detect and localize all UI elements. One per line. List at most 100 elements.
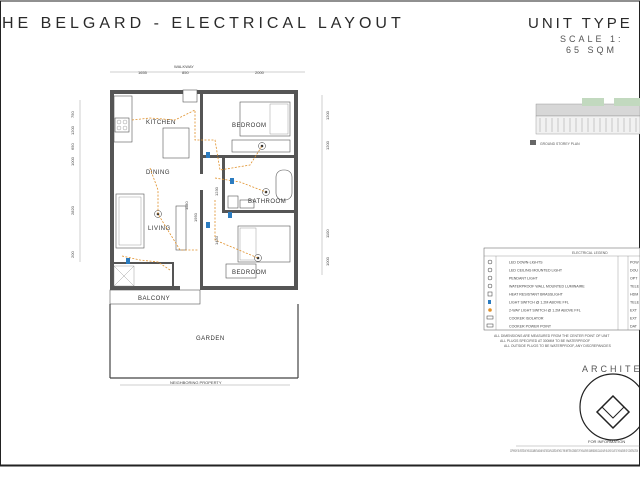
pendant-light-icon: [487, 275, 493, 281]
balcony-box: [113, 265, 135, 287]
firm-logo-diamond-icon: [595, 394, 631, 430]
dim-mid-4: 1450: [214, 235, 219, 245]
legend-item-right: TELE: [630, 301, 640, 305]
light-switch-icon: [206, 152, 210, 158]
dim-left-5: 2820: [70, 205, 75, 215]
wardrobe-top: [231, 139, 291, 153]
wall-balcony-side: [172, 262, 174, 288]
entry-door: [182, 89, 198, 103]
dim-left-1: 750: [70, 111, 75, 118]
electrical-legend: ELECTRICAL LEGEND LED DOWN-LIGHTS POW LE…: [483, 247, 640, 348]
bathtub: [275, 169, 293, 201]
key-plan-columns: [539, 118, 637, 132]
legend-note: ALL DIMENSIONS ARE MEASURED FROM THE CEN…: [494, 334, 609, 338]
legend-row: WATERPROOF WALL MOUNTED LUMINAIRE TELE: [487, 283, 640, 289]
dim-left-4: 1000: [70, 156, 75, 166]
two-way-switch-icon: [488, 308, 492, 312]
wall-kitchen-bedroom: [200, 94, 203, 174]
cooker-isolator-icon: [486, 315, 494, 320]
legend-item-right: HDM: [630, 293, 638, 297]
walkway-label: WALKWAY: [174, 64, 194, 69]
ceiling-light-icon: [487, 267, 493, 273]
dining-table: [162, 127, 190, 159]
wiring-run: [121, 255, 171, 271]
legend-row: 2-WAY LIGHT SWITCH @ 1.2M ABOVE FFL EXT: [488, 308, 638, 313]
scale-label: SCALE 1:: [560, 34, 624, 44]
burner-icon: [116, 119, 122, 125]
key-plan-marker-icon: [530, 140, 536, 145]
bed-bottom-pillow: [239, 227, 257, 261]
dim-left-6: 200: [70, 251, 75, 258]
legend-item-right: EXT: [630, 309, 638, 313]
sheet-title: HE BELGARD - ELECTRICAL LAYOUT: [2, 15, 405, 32]
legend-row: LIGHT SWITCH @ 1.2M ABOVE FFL TELE: [488, 300, 640, 305]
neighboring-property-label: NEIGHBORING PROPERTY: [170, 380, 222, 385]
legend-box: [483, 247, 640, 331]
light-switch-icon: [488, 300, 491, 304]
legend-item-right: EXT: [630, 317, 638, 321]
light-switch-icon: [206, 222, 210, 228]
kitchen-counter: [113, 95, 133, 143]
legend-row: LED CEILING MOUNTED LIGHT DOU: [487, 267, 638, 273]
balcony-outline: [109, 289, 201, 305]
room-label-bedroom-bottom: BEDROOM: [232, 270, 267, 276]
wall-balcony: [110, 262, 174, 264]
wiring-run: [149, 167, 198, 251]
legend-item-label: COOKER POWER POINT: [509, 325, 552, 329]
light-switch-icon: [228, 212, 232, 218]
sofa: [115, 193, 145, 249]
dim-right-1: 1200: [325, 110, 330, 120]
legend-row: HEAT RESISTANT BRASSLIGHT HDM: [487, 291, 638, 297]
firm-footer: FOR INFORMATION: [588, 439, 625, 444]
legend-row: COOKER POWER POINT DAT: [486, 323, 638, 329]
legend-item-label: LED CEILING MOUNTED LIGHT: [509, 269, 563, 273]
floor-plan: WALKWAY 1655 850 2000 750 1200 650 1000 …: [70, 64, 330, 386]
balcony-cross: [113, 265, 135, 287]
room-label-living: LIVING: [148, 226, 171, 232]
legend-row: PENDANT LIGHT OPT: [487, 275, 638, 281]
wiring-run: [131, 109, 263, 171]
legend-item-right: POW: [630, 261, 639, 265]
basin: [239, 199, 255, 209]
sofa-cushion: [118, 196, 142, 246]
wall-bottom-left: [110, 286, 180, 290]
cooker-power-icon: [486, 323, 494, 328]
garden-label: GARDEN: [196, 336, 225, 342]
key-plan-highlight-unit: [614, 98, 640, 106]
wall-bath-left: [222, 158, 225, 210]
waterproof-luminaire-icon: [487, 283, 493, 289]
dim-mid-3: 1230: [214, 186, 219, 196]
burner-icon: [122, 125, 128, 131]
legend-row: LED DOWN-LIGHTS POW: [487, 259, 639, 265]
dim-right-3: 1100: [325, 229, 330, 238]
bed-top-pillow: [269, 103, 289, 135]
dim-mid-2: 1950: [193, 212, 198, 222]
wall-left: [110, 90, 114, 288]
unit-area: 65 SQM: [566, 45, 617, 55]
legend-item-label: LED DOWN-LIGHTS: [509, 261, 543, 265]
bed-top: [239, 101, 291, 137]
sheet-border: [0, 0, 640, 466]
key-plan-highlight-unit: [582, 98, 604, 106]
wardrobe-bottom: [225, 263, 257, 279]
firm-logo-ring: [579, 373, 640, 441]
legend-note: ALL OUTSIDE PLUGS TO BE WATERPROOF, ANY …: [504, 344, 612, 348]
wall-bedroom-bath: [203, 155, 294, 158]
legend-item-right: OPT: [630, 277, 638, 281]
dim-top-2: 850: [182, 70, 189, 75]
dim-left-3: 650: [70, 143, 75, 150]
dim-top-1: 1655: [138, 70, 148, 75]
stove-top: [114, 117, 130, 133]
legend-item-label: LIGHT SWITCH @ 1.2M ABOVE FFL: [509, 301, 569, 305]
downlight-icon: [487, 259, 493, 265]
legend-item-label: PENDANT LIGHT: [509, 277, 538, 281]
dim-mid-1: 1180: [184, 201, 189, 210]
room-label-dining: DINING: [146, 170, 170, 176]
dim-left-2: 1200: [70, 125, 75, 135]
toilet: [227, 195, 239, 209]
architect-block: ARCHITECH FOR INFORMATION COPYRIGHT IS V…: [510, 364, 640, 453]
copyright-note: COPYRIGHT IS VESTED IN THIS DOCUMENT AND…: [510, 449, 638, 453]
dim-right-2: 1200: [325, 140, 330, 150]
wall-top: [110, 90, 298, 94]
